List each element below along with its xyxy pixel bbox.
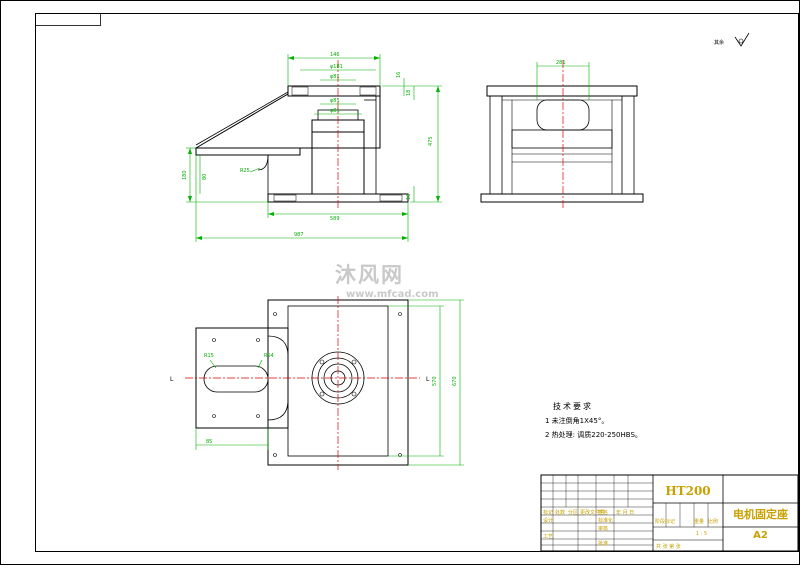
dim-left-height: 180 bbox=[182, 170, 188, 180]
tb-weight: 重量 bbox=[694, 519, 705, 525]
tb-reviewer: 审核 bbox=[598, 526, 609, 532]
tb-row-label-2: 处数 bbox=[555, 510, 566, 516]
plan-view: L L R15 R54 85 570 670 bbox=[170, 296, 464, 470]
title-part-name: 电机固定座 bbox=[733, 508, 788, 521]
dim-side-top: 281 bbox=[556, 60, 566, 66]
tb-row-label-3: 分区 bbox=[568, 510, 579, 516]
technical-notes: 技术要求 1 未注倒角1X45°。 2 热处理: 调质220-250HBS。 bbox=[545, 400, 642, 442]
notes-title: 技术要求 bbox=[553, 402, 593, 411]
dim-top-bore2: φ81 bbox=[330, 74, 340, 80]
dim-radius: R25 bbox=[240, 168, 250, 174]
dim-top-bore: φ181 bbox=[330, 64, 343, 70]
title-material: HT200 bbox=[665, 484, 711, 498]
dim-overall-width: 987 bbox=[294, 232, 304, 238]
tb-row-label-1: 标记 bbox=[543, 510, 554, 516]
drawing-number-box bbox=[35, 13, 101, 26]
tb-designer: 设计 bbox=[543, 518, 554, 524]
roughness-note: 其余 bbox=[714, 39, 724, 46]
tb-scale-value: 1 : 5 bbox=[696, 531, 708, 537]
tb-stage: 阶段标记 bbox=[655, 519, 676, 525]
front-view: 146 φ181 φ81 φ81 φ81 475 16 18 16 180 80… bbox=[182, 52, 442, 242]
drawing-frame bbox=[35, 13, 799, 552]
title-block bbox=[540, 474, 799, 552]
dim-top-width: 146 bbox=[330, 52, 340, 58]
dim-base-width: 589 bbox=[330, 216, 340, 222]
roughness-symbol bbox=[734, 32, 750, 47]
dim-plan-r1: R15 bbox=[204, 353, 214, 359]
dim-right-h2: 18 bbox=[406, 90, 412, 96]
tb-row-label-4: 更改文件号 bbox=[580, 510, 606, 516]
section-mark-left: L bbox=[170, 376, 174, 383]
dim-right-h3: 16 bbox=[406, 194, 412, 200]
side-view: 281 bbox=[480, 60, 644, 210]
dim-right-h1: 16 bbox=[396, 72, 402, 78]
dim-left-h2: 80 bbox=[202, 174, 208, 180]
tb-scale: 比例 bbox=[708, 519, 719, 525]
tb-row-label-6: 年 月 日 bbox=[616, 510, 635, 516]
note-item-1: 1 未注倒角1X45°。 bbox=[545, 417, 609, 425]
dim-plan-r2: R54 bbox=[264, 353, 274, 359]
dim-right-total: 475 bbox=[428, 136, 434, 146]
title-sheet-size: A2 bbox=[753, 530, 768, 541]
watermark-brand: 沐风网 bbox=[335, 263, 404, 287]
watermark-url: www.mfcad.com bbox=[346, 289, 439, 300]
note-item-2: 2 热处理: 调质220-250HBS。 bbox=[545, 431, 642, 439]
section-mark-right: L bbox=[426, 376, 430, 383]
tb-approve: 批准 bbox=[598, 541, 609, 547]
dim-inner-bore: φ81 bbox=[330, 98, 340, 104]
tb-sheet-info: 共 张 第 张 bbox=[656, 544, 681, 550]
dim-plan-h2: 670 bbox=[452, 376, 458, 386]
tb-row-label-5: 签名 bbox=[598, 510, 609, 516]
dim-plan-h1: 570 bbox=[432, 376, 438, 386]
tb-standard: 标准化 bbox=[598, 518, 614, 524]
dim-plan-bottom: 85 bbox=[206, 439, 212, 445]
tb-process: 工艺 bbox=[543, 534, 554, 540]
dim-inner-bore2: φ81 bbox=[330, 108, 340, 114]
